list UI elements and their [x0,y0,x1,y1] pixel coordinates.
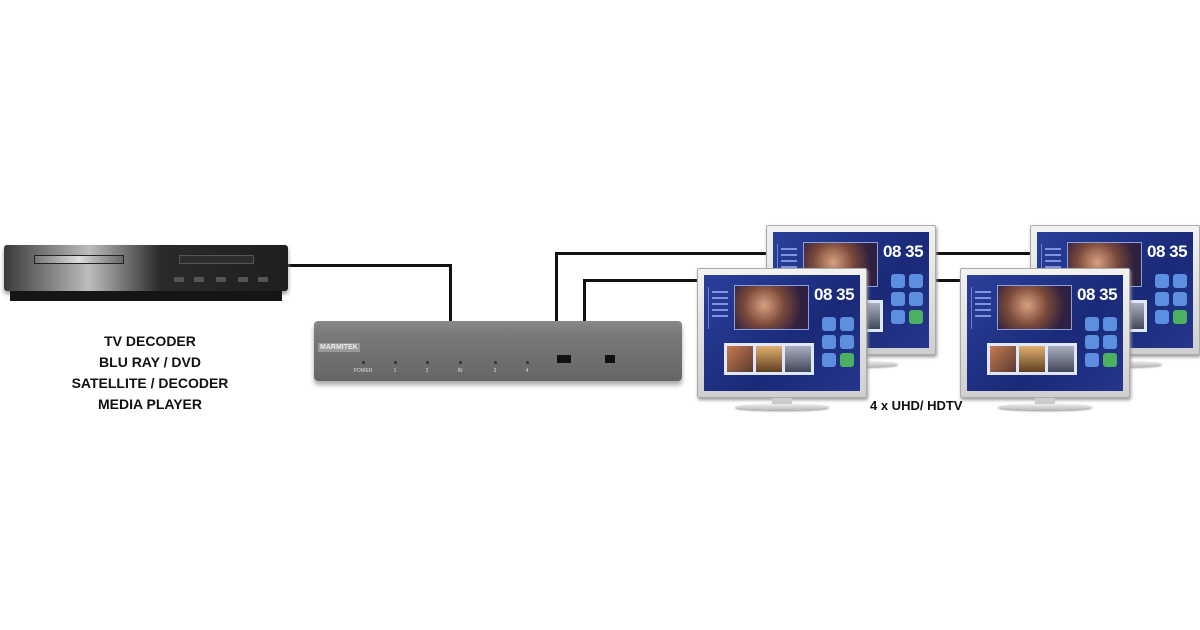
tv-screen: 08 35 [704,275,860,391]
hdmi-splitter: MARMITEK POWER 1 2 IN 3 4 [314,321,682,381]
port-led [494,361,497,364]
screen-app-icons [891,274,925,324]
tv-foot [998,404,1092,410]
usb-port [557,355,571,363]
screen-thumbnails [724,343,814,375]
player-button [194,277,204,282]
tv-screen: 08 35 [967,275,1123,391]
player-button [174,277,184,282]
cable-out-b-h [583,279,701,282]
port-led [394,361,397,364]
tv-stand [1035,398,1055,406]
screen-app-icons [822,317,856,367]
cable-out-a-v [555,252,558,322]
player-button [216,277,226,282]
port-led [526,361,529,364]
port-label: 4 [525,368,529,374]
screen-menu [971,287,993,329]
port-label: 1 [393,368,397,374]
tv-frame: 08 35 [960,268,1130,398]
port-label: IN [457,368,463,374]
source-labels: TV DECODER BLU RAY / DVD SATELLITE / DEC… [60,331,240,415]
port-label: 2 [425,368,429,374]
blu-ray-player [4,245,288,303]
mode-switch [605,355,615,363]
source-label: SATELLITE / DECODER [71,375,229,391]
source-label: TV DECODER [104,333,196,349]
player-body [4,245,288,291]
tv-front-left: 08 35 [697,268,867,448]
tv-foot [735,404,829,410]
player-base [10,291,282,301]
screen-clock: 08 35 [883,242,924,261]
source-label: BLU RAY / DVD [99,354,201,370]
tv-frame: 08 35 [697,268,867,398]
screen-app-icons [1155,274,1189,324]
screen-video [734,285,809,330]
tv-front-right: 08 35 [960,268,1130,448]
port-label: 3 [493,368,497,374]
disc-tray [34,255,124,264]
screen-clock: 08 35 [814,285,855,304]
port-label: POWER [353,368,373,374]
displays-label: 4 x UHD/ HDTV [870,398,963,413]
cable-out-b-v [583,279,586,322]
player-button [238,277,248,282]
source-label: MEDIA PLAYER [98,396,202,412]
cable-out-a-h [555,252,770,255]
cable-source-to-splitter-v [449,264,452,322]
screen-clock: 08 35 [1077,285,1118,304]
port-led [426,361,429,364]
screen-clock: 08 35 [1147,242,1188,261]
port-led [459,361,462,364]
brand-logo: MARMITEK [318,343,360,352]
screen-app-icons [1085,317,1119,367]
player-display [179,255,254,264]
screen-thumbnails [987,343,1077,375]
cable-source-to-splitter-h [286,264,452,267]
screen-menu [708,287,730,329]
player-button [258,277,268,282]
power-led [362,361,365,364]
tv-stand [772,398,792,406]
cable-out-c [933,252,1033,255]
screen-video [997,285,1072,330]
